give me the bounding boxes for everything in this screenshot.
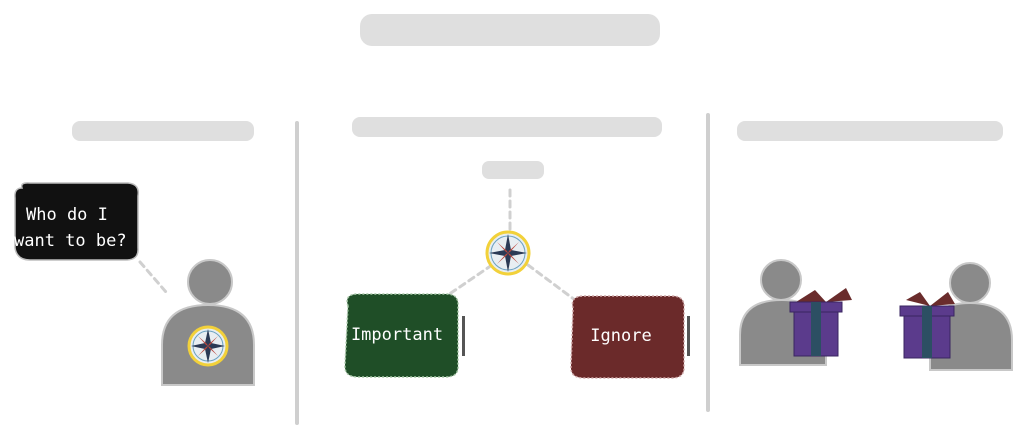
- section-heading-middle: [352, 117, 662, 137]
- gift-box-icon: [789, 288, 852, 357]
- important-label: Important: [351, 325, 443, 345]
- compass-center-icon: [485, 230, 531, 276]
- speech-bubble-line2: want to be?: [14, 231, 127, 251]
- page-title: [360, 14, 660, 46]
- ignore-label: Ignore: [590, 326, 651, 346]
- ignore-box: [570, 295, 690, 379]
- gift-box-icon-2: [899, 292, 955, 359]
- section-heading-right: [737, 121, 1003, 141]
- compass-icon: [187, 325, 229, 367]
- speech-bubble: [14, 182, 168, 294]
- speech-bubble-line1: Who do I: [26, 205, 108, 225]
- section-heading-left: [72, 121, 254, 141]
- compass-top-label: [482, 161, 544, 179]
- important-box: [344, 293, 465, 378]
- compass-branches: [446, 188, 577, 302]
